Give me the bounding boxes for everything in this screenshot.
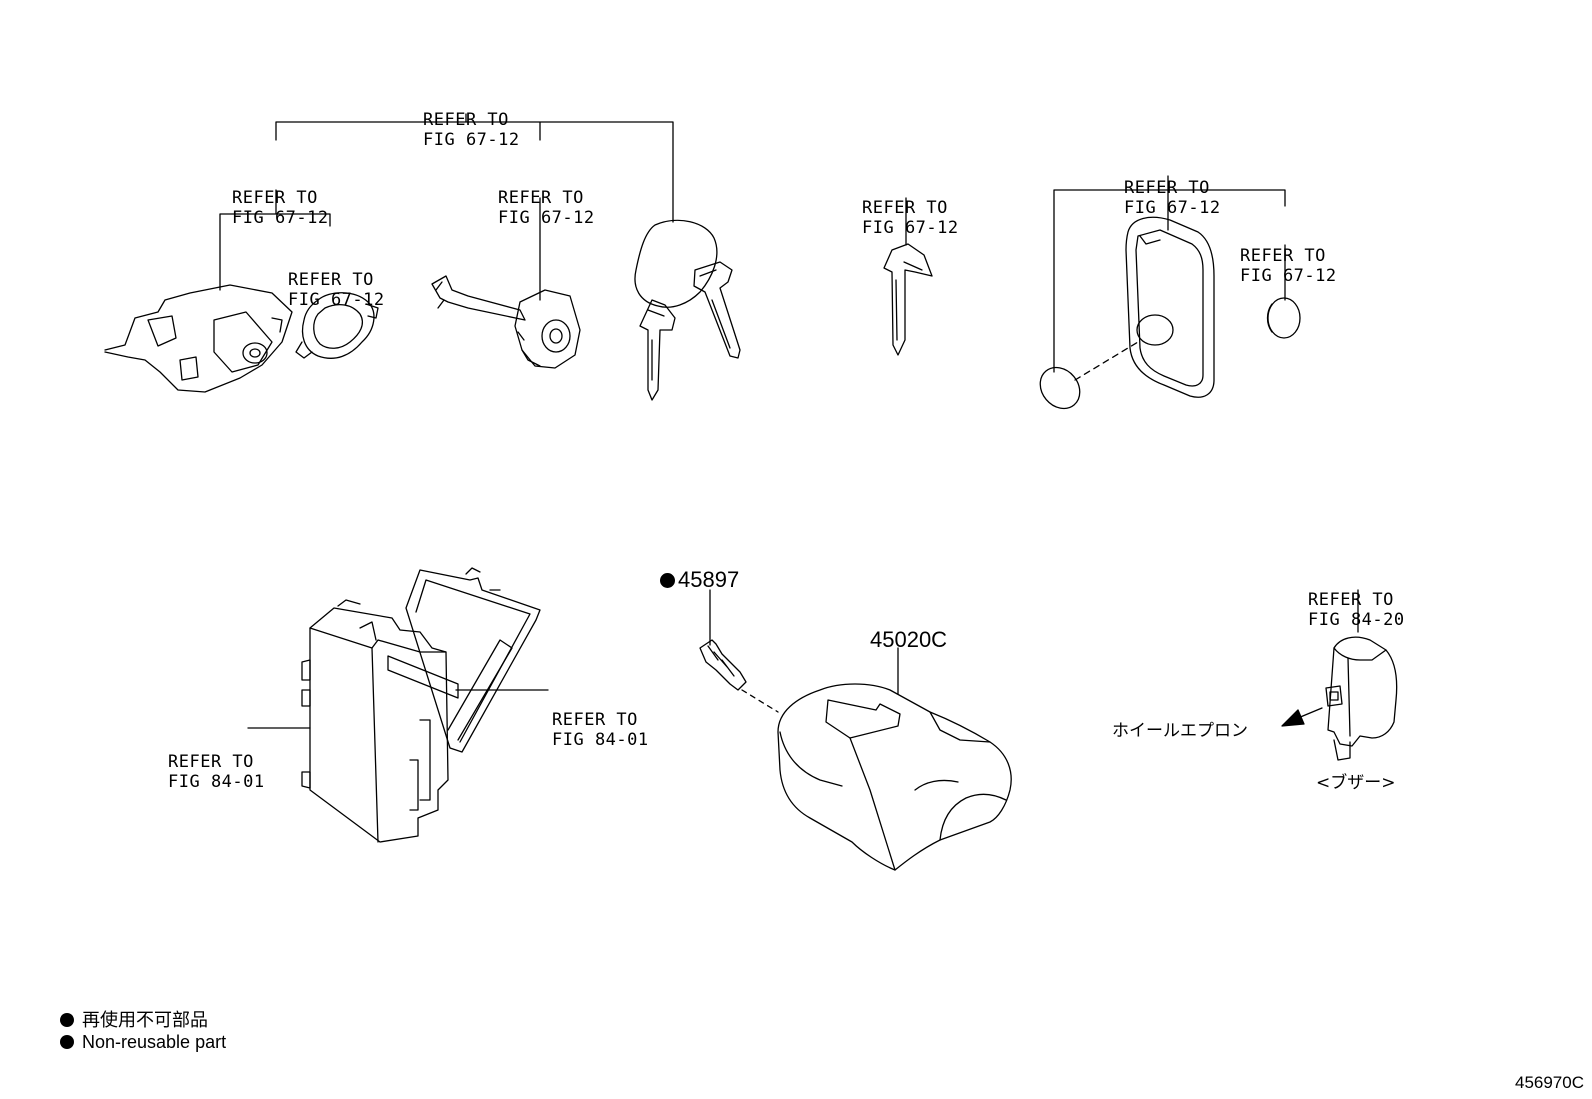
column-cover-45020c (777, 683, 1012, 871)
bolt-45897 (699, 639, 779, 713)
buzzer (1325, 636, 1398, 761)
key-set (634, 219, 741, 401)
legend-en: Non-reusable part (60, 1032, 226, 1053)
lock-gasket (295, 292, 379, 359)
leader-lines (219, 113, 1359, 729)
wheel-apron-label: ホイールエプロン (1112, 721, 1248, 741)
smart-key-fob (1039, 216, 1301, 410)
arrow-to-wheel-apron (1281, 707, 1323, 727)
blade-key (883, 243, 933, 356)
illustration-code: 456970C (1514, 1073, 1584, 1092)
part-number-45020c: 45020C (870, 627, 948, 652)
non-reusable-dot-icon (60, 1035, 74, 1049)
ignition-lock-housing (104, 284, 293, 393)
non-reusable-dot-icon (60, 1013, 74, 1027)
non-reusable-dot-icon (660, 573, 675, 588)
body-ecu-block (301, 567, 541, 843)
legend-jp: 再使用不可部品 (60, 1006, 208, 1032)
buzzer-label: <ブザー> (1316, 773, 1396, 793)
part-number-45897: 45897 (660, 568, 739, 592)
door-lock-cylinder (431, 275, 581, 369)
